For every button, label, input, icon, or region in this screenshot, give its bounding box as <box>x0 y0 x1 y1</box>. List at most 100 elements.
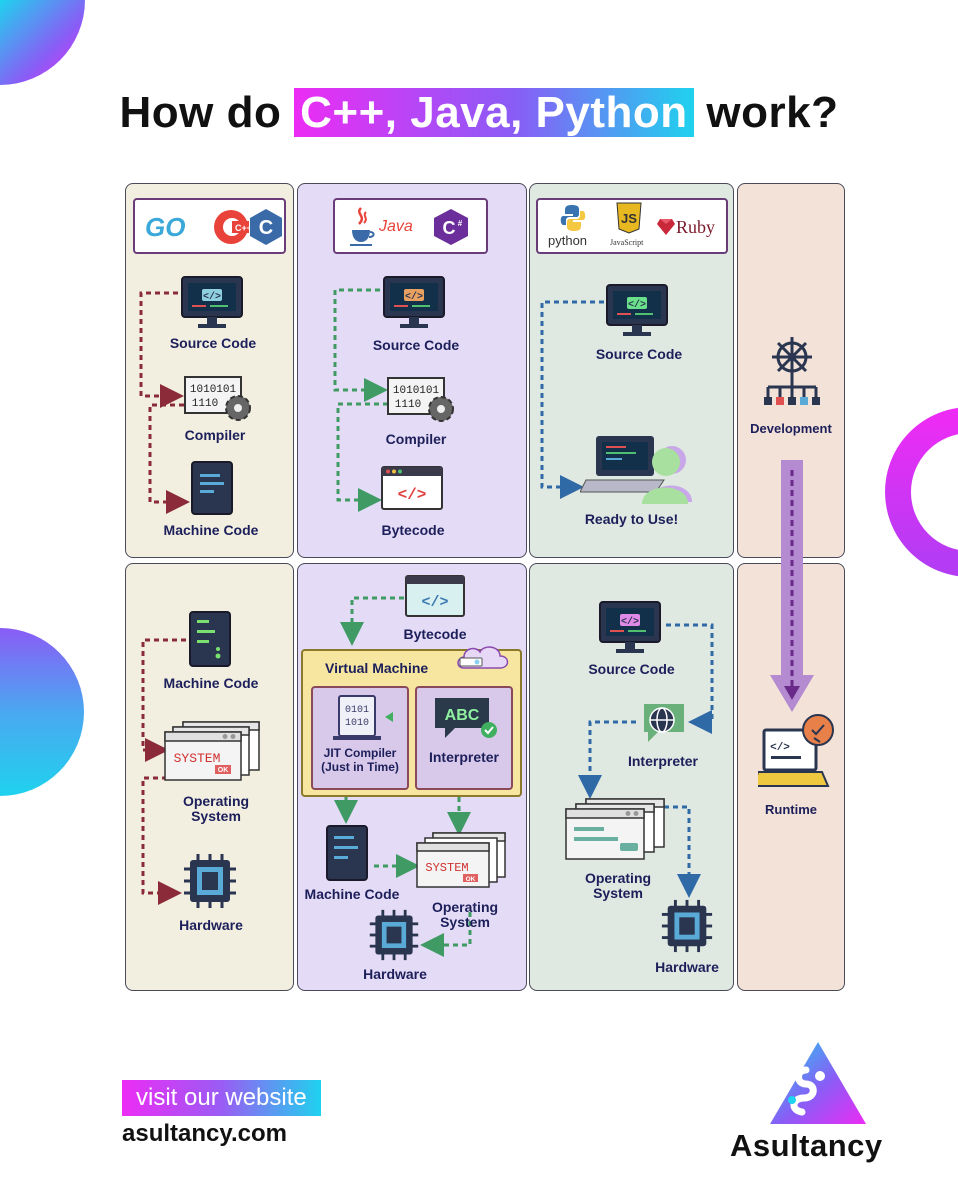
page-title: How do C++, Java, Python work? <box>0 88 958 138</box>
python-logo-icon <box>560 205 586 231</box>
svg-text:</>: </> <box>621 616 639 628</box>
monitor-code-icon: </> <box>181 276 243 328</box>
visit-website-button[interactable]: visit our website <box>122 1080 321 1116</box>
cpp-logo-text: C++ <box>235 223 249 233</box>
ruby-logo-icon <box>657 219 675 235</box>
binary-row-vm-2: 1110 <box>395 399 421 411</box>
os-ok-text: OK <box>218 767 229 774</box>
java-logo-text: Java <box>379 218 413 235</box>
label-vm-operating-system: Operating System <box>431 899 499 930</box>
svg-text:#: # <box>458 219 463 228</box>
compiler-gear-icon: 1010101 1110 <box>184 376 251 421</box>
label-development: Development <box>750 421 832 436</box>
label-virtual-machine: Virtual Machine <box>325 660 429 676</box>
binary-row-1: 1010101 <box>190 384 237 396</box>
asultancy-logo-icon <box>770 1042 866 1124</box>
logos-vm: Java C # <box>333 198 488 254</box>
javascript-logo-text: JavaScript <box>610 238 644 247</box>
label-jit-compiler: JIT Compiler <box>323 746 397 760</box>
label-vm-source-code: Source Code <box>372 337 460 353</box>
decor-left-half-circle <box>0 628 84 796</box>
label-interp-operating-system: Operating System <box>584 870 652 901</box>
label-runtime: Runtime <box>765 802 817 817</box>
logos-interpreted: python JS JavaScript Ruby <box>536 198 728 254</box>
python-logo-text: python <box>548 233 588 248</box>
decor-right-ring <box>885 407 958 577</box>
label-vm-bytecode: Bytecode <box>403 626 467 642</box>
label-vm-compiler: Compiler <box>385 431 447 447</box>
label-machine-code-2: Machine Code <box>163 675 259 691</box>
csharp-logo-icon: C # <box>434 209 468 245</box>
svg-text:</>: </> <box>421 594 448 611</box>
cpp-logo-icon: C++ <box>214 210 249 244</box>
logos-compiled: GO C++ C <box>133 198 286 254</box>
java-cup-icon <box>350 207 375 246</box>
hardware-chip-icon-interp <box>661 899 713 953</box>
svg-text:</>: </> <box>398 486 427 504</box>
monitor-code-icon-interp-2: </> <box>599 601 661 653</box>
svg-text:</>: </> <box>203 291 221 303</box>
jit-binary-screen-icon: 0101 1010 <box>333 695 393 740</box>
label-ready-to-use: Ready to Use! <box>584 511 679 527</box>
label-vm-hardware: Hardware <box>363 966 427 982</box>
machine-code-icon-2 <box>189 611 231 667</box>
interpreter-box: ABC Interpreter <box>415 686 513 790</box>
title-suffix: work? <box>693 88 839 137</box>
jit-compiler-box: 0101 1010 JIT Compiler (Just in Time) <box>311 686 409 790</box>
label-compiler: Compiler <box>184 427 246 443</box>
virtual-machine-box: Virtual Machine 0101 1010 JIT Compiler (… <box>301 649 522 797</box>
label-interp-source-code-2: Source Code <box>588 661 675 677</box>
label-bytecode: Bytecode <box>381 522 445 538</box>
label-interp-hardware: Hardware <box>655 959 719 975</box>
hardware-chip-icon-vm <box>369 909 419 961</box>
js-logo-icon: JS <box>616 202 642 234</box>
label-source-code: Source Code <box>169 335 257 351</box>
svg-text:0101: 0101 <box>345 705 369 716</box>
title-highlight: C++, Java, Python <box>294 88 694 137</box>
compiler-gear-icon-vm: 1010101 1110 <box>387 377 454 422</box>
runtime-laptop-icon: </> <box>758 714 834 787</box>
laptop-user-icon <box>580 436 692 504</box>
website-link[interactable]: asultancy.com <box>122 1120 287 1147</box>
os-windows-icon-vm: SYSTEM OK <box>416 832 506 888</box>
abc-speech-bubble-icon: ABC <box>435 698 497 738</box>
label-interp-interpreter: Interpreter <box>627 753 699 769</box>
c-logo-icon: C <box>250 209 282 245</box>
monitor-code-icon-interp: </> <box>606 284 668 336</box>
os-system-text-vm: SYSTEM <box>425 861 468 875</box>
monitor-code-icon-vm: </> <box>383 276 445 328</box>
os-ok-text-vm: OK <box>466 876 476 883</box>
ruby-logo-text: Ruby <box>676 217 716 237</box>
brand-name: Asultancy <box>730 1128 883 1163</box>
machine-code-icon-vm <box>326 825 368 881</box>
svg-text:</>: </> <box>405 291 423 303</box>
svg-text:</>: </> <box>770 742 790 754</box>
svg-text:</>: </> <box>628 299 646 311</box>
label-jit-sub: (Just in Time) <box>321 760 399 774</box>
go-logo-icon: GO <box>145 212 186 242</box>
bytecode-window-icon-2: </> <box>405 575 465 617</box>
svg-text:1010: 1010 <box>345 718 369 729</box>
title-prefix: How do <box>119 88 295 137</box>
development-helm-icon <box>764 337 820 405</box>
machine-code-icon <box>191 461 233 515</box>
interpreter-globe-icon <box>644 704 684 742</box>
label-vm-machine-code: Machine Code <box>304 886 400 902</box>
svg-text:C: C <box>443 218 456 238</box>
js-logo-text: JS <box>621 211 637 226</box>
decor-top-left-quarter-circle <box>0 0 85 85</box>
os-system-text: SYSTEM <box>174 751 221 766</box>
operating-system-windows-icon: SYSTEM OK <box>164 721 260 781</box>
label-operating-system: Operating System <box>182 793 250 824</box>
bytecode-window-icon: </> <box>381 466 443 510</box>
c-logo-text: C <box>259 217 273 239</box>
label-interp-source-code: Source Code <box>595 346 683 362</box>
vm-cloud-projector-icon <box>457 646 509 669</box>
binary-row-vm-1: 1010101 <box>393 385 440 397</box>
hardware-chip-icon <box>184 854 236 908</box>
label-hardware: Hardware <box>179 917 243 933</box>
label-vm-interpreter: Interpreter <box>428 749 500 765</box>
abc-text: ABC <box>445 707 480 724</box>
label-machine-code: Machine Code <box>163 522 259 538</box>
